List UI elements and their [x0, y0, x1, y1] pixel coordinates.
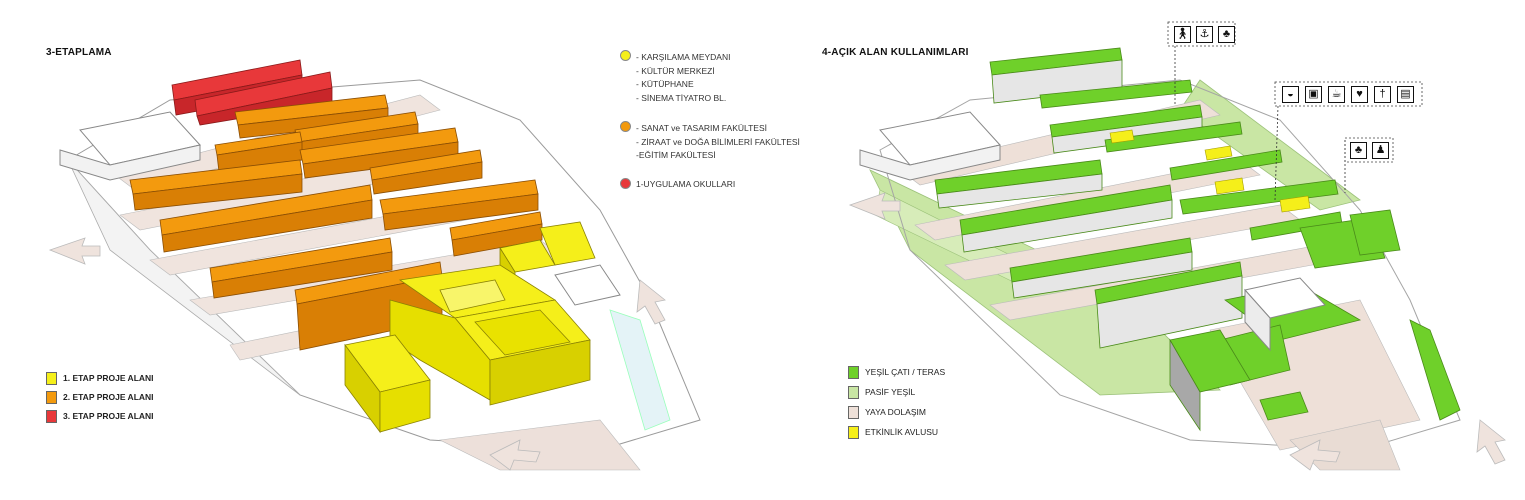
- open-space-title: 4-AÇIK ALAN KULLANIMLARI: [822, 47, 969, 58]
- legend-swatch: [46, 410, 57, 423]
- access-arrow: [848, 192, 901, 220]
- tree-icon: ♣: [1218, 26, 1235, 43]
- access-arrow: [48, 237, 101, 265]
- icon-frame: [1274, 81, 1423, 107]
- glass-facade: [609, 309, 671, 431]
- key-text: - ZİRAAT ve DOĞA BİLİMLERİ FAKÜLTESİ: [636, 136, 800, 147]
- key-text: - SANAT ve TASARIM FAKÜLTESİ: [636, 123, 767, 133]
- legend-label: ETKİNLİK AVLUSU: [865, 427, 939, 438]
- legend-label: 2. ETAP PROJE ALANI: [63, 392, 154, 403]
- key-dot-orange: [620, 121, 631, 132]
- green-roofs: [934, 47, 1401, 432]
- legend-label: 1. ETAP PROJE ALANI: [63, 373, 154, 384]
- vertical-green-facade: [1409, 319, 1461, 421]
- cafe-icon: ☕︎: [1328, 86, 1345, 103]
- legend-swatch: [848, 426, 859, 439]
- legend-label: YEŞİL ÇATI / TERAS: [865, 367, 946, 378]
- access-arrow: [489, 439, 541, 471]
- phase-3-buildings: [171, 59, 333, 126]
- legend-swatch: [848, 386, 859, 399]
- phase-1-buildings: [344, 221, 596, 434]
- legend-label: YAYA DOLAŞIM: [865, 407, 926, 418]
- key-dot-yellow: [620, 50, 631, 61]
- event-courtyards: [1109, 129, 1311, 213]
- walkway: [438, 419, 641, 471]
- legend-swatch: [848, 406, 859, 419]
- legend-label: 3. ETAP PROJE ALANI: [63, 411, 154, 422]
- key-dot-red: [620, 178, 631, 189]
- key-text: - SİNEMA TİYATRO BL.: [636, 92, 727, 103]
- access-arrow: [1476, 419, 1506, 465]
- open-space-panel: 4-AÇIK ALAN KULLANIMLARI: [760, 0, 1525, 500]
- white-court-building: [1244, 288, 1271, 352]
- key-text: 1-UYGULAMA OKULLARI: [636, 179, 736, 189]
- icon-frame: [1344, 137, 1394, 163]
- key-text: -EĞİTİM FAKÜLTESİ: [636, 150, 716, 160]
- shop-icon: ▣: [1305, 86, 1322, 103]
- walking-icon: 🚶︎: [1174, 26, 1191, 43]
- access-arrow: [636, 279, 666, 325]
- family-icon: ♟: [1372, 142, 1389, 159]
- vending-icon: ▤: [1397, 86, 1414, 103]
- white-building: [554, 264, 621, 306]
- legend-swatch: [46, 391, 57, 404]
- phasing-panel: 3-ETAPLAMA: [0, 0, 800, 500]
- bench-icon: ⚓︎: [1196, 26, 1213, 43]
- white-building: [859, 144, 1001, 181]
- key-text: - KÜLTÜR MERKEZİ: [636, 65, 715, 76]
- restaurant-icon: †: [1374, 86, 1391, 103]
- site-edge: [67, 159, 301, 396]
- legend-swatch: [848, 366, 859, 379]
- legend-swatch: [46, 372, 57, 385]
- open-space-axonometric: [848, 21, 1506, 471]
- key-text: - KARŞILAMA MEYDANI: [636, 52, 731, 62]
- sitting-icon: ♥: [1351, 86, 1368, 103]
- icon-frame: [1167, 21, 1236, 47]
- phasing-axonometric: [48, 59, 701, 471]
- phasing-title: 3-ETAPLAMA: [46, 47, 112, 58]
- key-text: - KÜTÜPHANE: [636, 79, 694, 89]
- access-arrow: [1289, 439, 1341, 471]
- passive-green-area: [1179, 79, 1361, 211]
- white-building: [59, 144, 201, 181]
- legend-label: PASİF YEŞİL: [865, 387, 916, 398]
- tree-icon: ♣: [1350, 142, 1367, 159]
- food-icon: ◒: [1282, 86, 1299, 103]
